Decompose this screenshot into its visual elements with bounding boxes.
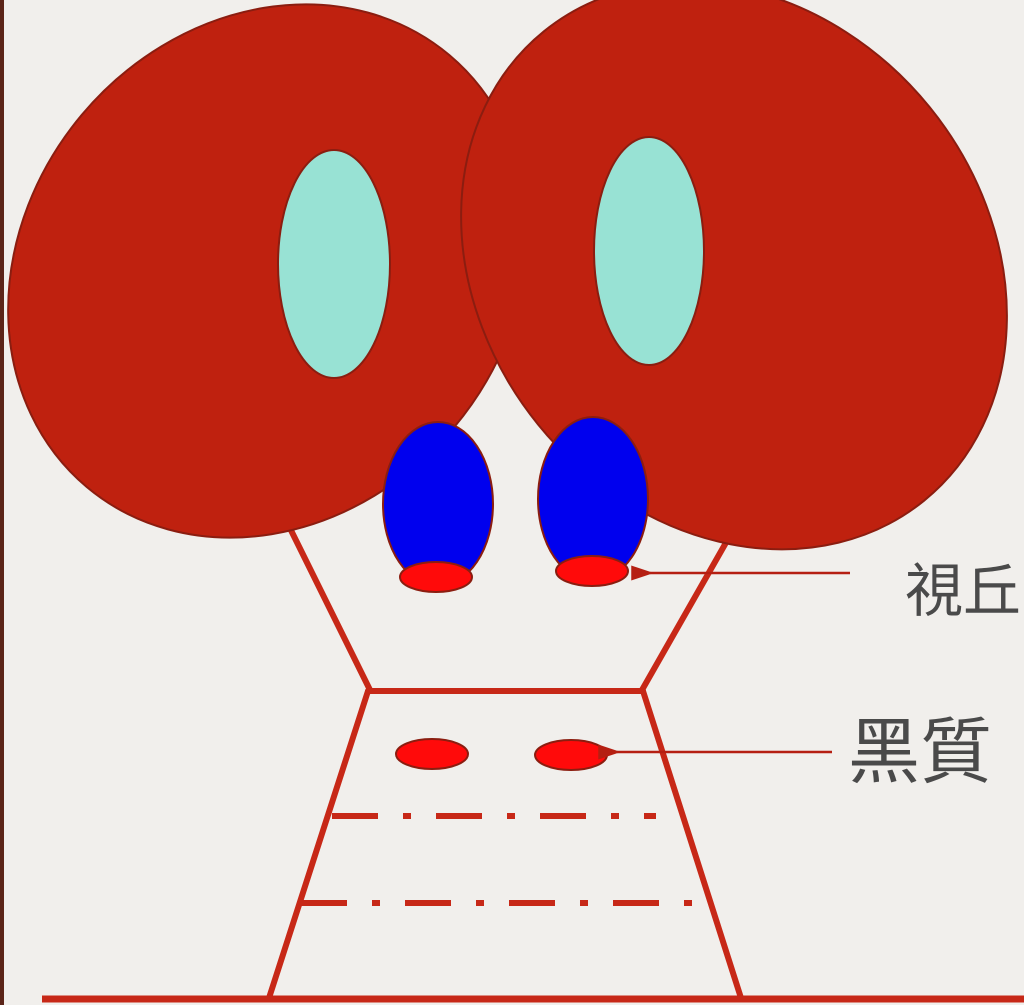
substantia-nigra-group [395,738,608,771]
thalamus-label: 視丘 [905,557,1021,625]
brainstem-outline [42,501,1024,1003]
substantia-nigra-label: 黑質 [848,710,992,794]
left-substantia-nigra [395,738,469,770]
diagram-labels: 視丘 黑質 [848,557,1021,794]
left-lateral-ventricle [277,149,391,379]
right-lateral-ventricle [593,136,705,366]
left-upper-stalk-line [277,505,373,693]
annotation-arrows [598,565,850,760]
left-thalamic-nucleus [399,561,473,593]
right-brainstem-side-line [640,688,744,1001]
left-edge-border [0,0,4,1005]
right-thalamic-nucleus [555,555,629,587]
right-substantia-nigra [534,739,608,771]
left-cerebral-hemisphere [7,3,529,539]
right-hemisphere-ellipse [460,0,1008,551]
left-brainstem-side-line [266,688,371,1001]
thalamus-group [382,416,649,593]
right-cerebral-hemisphere [460,0,1008,551]
